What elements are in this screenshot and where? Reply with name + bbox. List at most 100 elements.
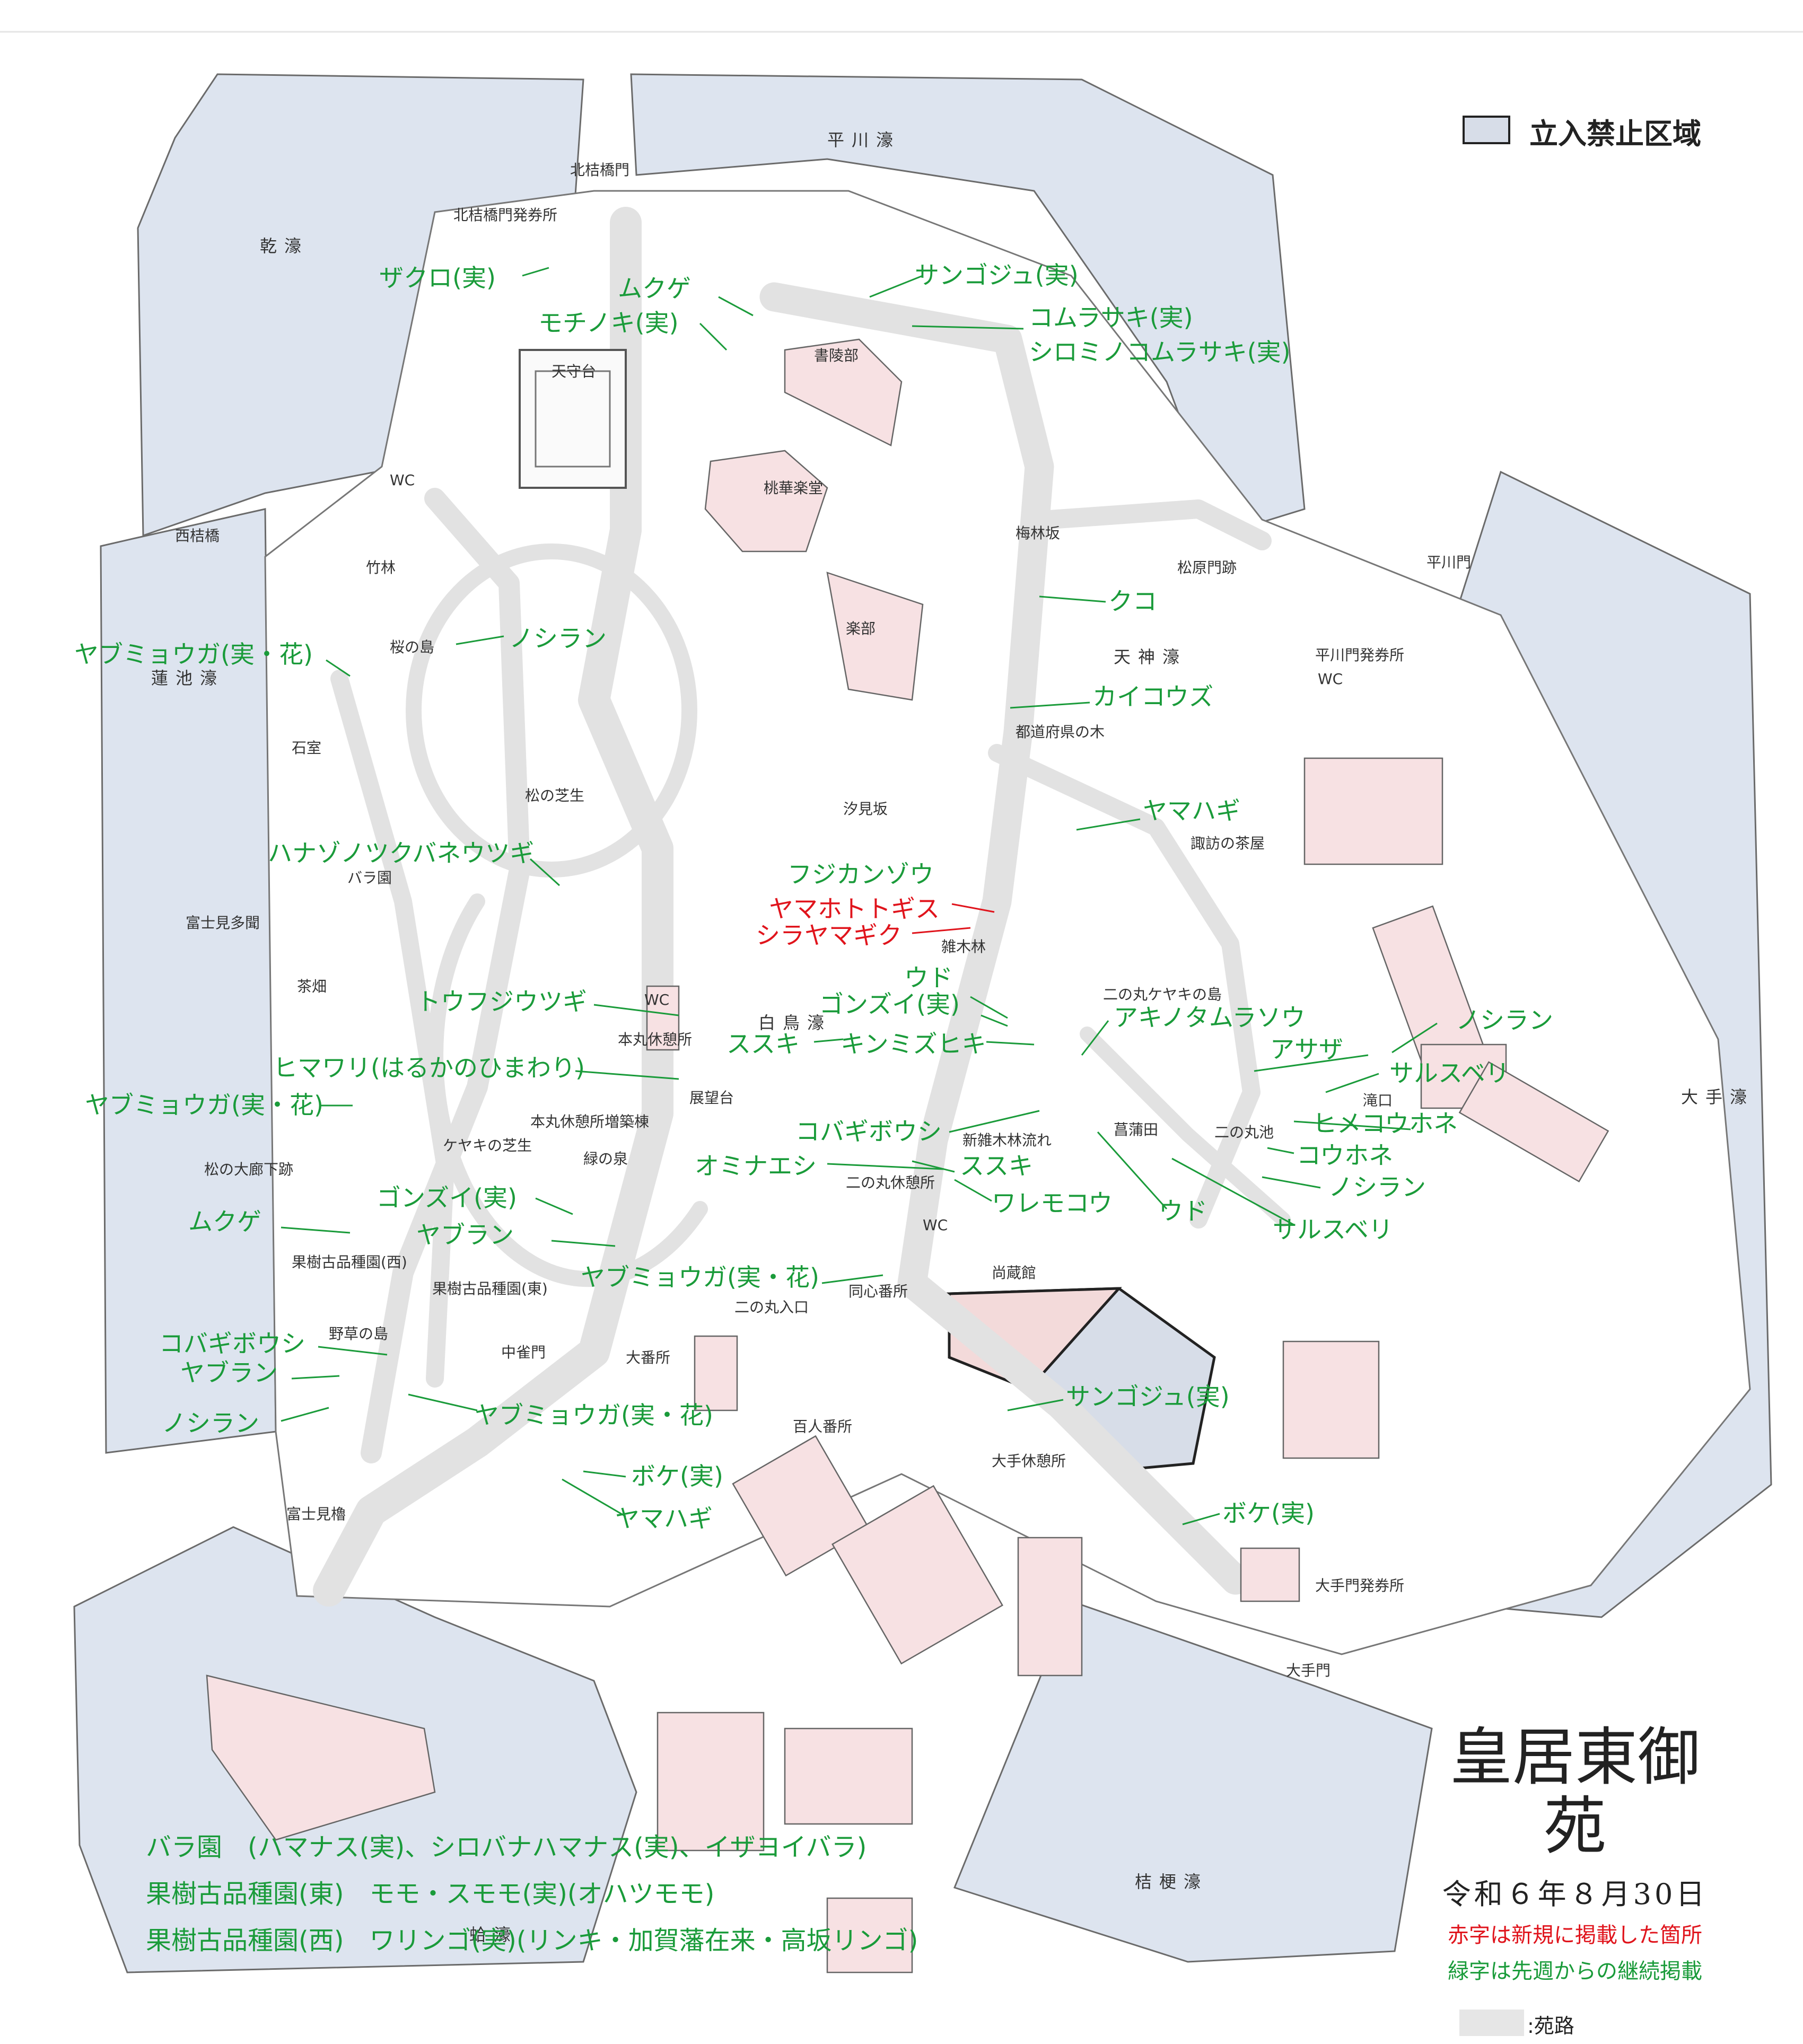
bottom-notes: バラ園 (ハマナス(実)、シロバナハマナス(実)、イザヨイバラ) 果樹古品種園(… [146,1824,918,1964]
place-orchard-west: 果樹古品種園(西) [292,1253,407,1271]
plant-kobagibousi-2: コバギボウシ [159,1329,305,1358]
plant-boke-2: ボケ(実) [1222,1499,1315,1528]
place-shiomi-slope: 汐見坂 [843,800,888,818]
plant-ominaeshi: オミナエシ [695,1152,817,1180]
place-inui-moat: 乾濠 [260,236,309,256]
plant-udo-1: ウド [904,963,953,992]
place-shoryobu: 書陵部 [814,347,859,364]
map-date: 令和６年８月30日 [1442,1877,1708,1911]
plant-noshiran-north: ノシラン [509,624,607,653]
place-matsu-lawn: 松の芝生 [525,787,584,804]
place-baibayashi-slope: 梅林坂 [1016,524,1060,542]
plant-mukuge-north: ムクゲ [618,274,691,303]
plant-mukuge-west: ムクゲ [188,1207,261,1236]
place-takebayashi: 竹林 [366,559,396,576]
plant-yabumyouga-4: ヤブミョウガ(実・花) [475,1401,713,1429]
place-hirakawa-ticket: 平川門発券所 [1315,646,1404,664]
note-red: 赤字は新規に掲載した箇所 [1448,1923,1702,1947]
plant-labels: ザクロ(実) ムクゲ モチノキ(実) サンゴジュ(実) コムラサキ(実) シロミ… [74,261,1553,1533]
place-doshin-bansho: 同心番所 [848,1283,908,1300]
plant-yabumyouga-3: ヤブミョウガ(実・花) [581,1263,819,1292]
plant-komurasaki: コムラサキ(実) [1029,303,1193,332]
place-honmaru-rest-annex: 本丸休憩所増築棟 [530,1113,649,1130]
path-swatch [1459,2010,1524,2036]
plant-yamahototogisu: ヤマホトトギス [769,894,940,923]
plant-tofujiutsugi: トウフジウツギ [416,987,587,1016]
plant-noshiran-east: ノシラン [1456,1006,1553,1034]
place-wc-2: WC [644,991,669,1008]
place-shin-zokibayashi: 新雑木林流れ [962,1131,1052,1149]
restricted-area-label: 立入禁止区域 [1529,117,1701,151]
place-prefecture-trees: 都道府県の木 [1016,723,1105,741]
note-orchard-west: 果樹古品種園(西) ワリンゴ(実)(リンキ・加賀藩在来・高坂リンゴ) [146,1926,918,1955]
place-ote-moat: 大手濠 [1681,1087,1754,1107]
place-nishihanebashi: 西桔橋 [175,527,220,545]
place-gakubu: 楽部 [846,620,876,637]
leader-lines [281,267,1438,1525]
place-fujimi-yagura: 富士見櫓 [286,1505,346,1523]
plant-asaza: アサザ [1270,1035,1343,1064]
place-rose-garden: バラ園 [347,869,392,887]
place-hakucho-moat: 白鳥濠 [758,1013,832,1033]
note-rose-garden: バラ園 (ハマナス(実)、シロバナハマナス(実)、イザヨイバラ) [146,1832,867,1862]
place-hasuike-moat: 蓮池濠 [151,668,224,688]
place-matsu-corridor: 松の大廊下跡 [204,1161,293,1178]
place-ishimuro: 石室 [292,739,321,757]
plant-kobagibousi-1: コバギボウシ [795,1117,942,1146]
plant-yamahagi-east: ヤマハギ [1143,796,1240,825]
plant-gonzui-1: ゴンズイ(実) [819,990,960,1019]
plant-shiromi-komurasaki: シロミノコムラサキ(実) [1029,338,1291,366]
place-labels: 平川濠 乾濠 蓮池濠 天神濠 白鳥濠 大手濠 桔梗濠 蛤濠 北桔橋門 北桔橋門発… [151,130,1754,1945]
place-ote-gate: 大手門 [1286,1662,1331,1679]
place-ote-ticket: 大手門発券所 [1315,1577,1404,1594]
place-ote-rest: 大手休憩所 [992,1452,1066,1470]
place-ninomaru-entrance: 二の丸入口 [734,1299,809,1316]
path-label: :苑路 [1527,2014,1574,2038]
plant-sarusuberi-2: サルスベリ [1273,1215,1393,1244]
plant-boke-1: ボケ(実) [631,1462,723,1490]
note-orchard-east: 果樹古品種園(東) モモ・スモモ(実)(オハツモモ) [146,1879,715,1909]
place-honmaru-rest: 本丸休憩所 [618,1031,692,1048]
place-hamaguri-moat: 蛤濠 [469,1925,518,1945]
place-wc-3: WC [1318,670,1343,688]
buildings [206,338,1609,1973]
title-block: 皇居東御苑 令和６年８月30日 赤字は新規に掲載した箇所 緑字は先週からの継続掲… [1426,1723,1723,1985]
place-zokibayashi: 雑木林 [941,938,986,955]
place-nakajaku-gate: 中雀門 [501,1344,546,1361]
plant-shirayamagiku: シラヤマギク [756,921,902,950]
place-hirakawa-gate: 平川門 [1426,554,1471,571]
plant-noshiran-southwest: ノシラン [162,1409,259,1437]
place-hyakunin-bansho: 百人番所 [793,1418,852,1435]
place-matsubara-gate: 松原門跡 [1177,559,1237,576]
plant-gonzui-2: ゴンズイ(実) [377,1183,517,1212]
place-orchard-east: 果樹古品種園(東) [432,1280,548,1297]
place-shozokan: 尚蔵館 [992,1264,1036,1282]
place-keyaki-lawn: ケヤキの芝生 [443,1137,532,1154]
plant-yaburan-1: ヤブラン [416,1221,514,1249]
place-taki-guchi: 滝口 [1363,1092,1393,1109]
plant-yabumyouga-1: ヤブミョウガ(実・花) [74,640,313,669]
place-wc-4: WC [923,1216,948,1234]
plant-udo-2: ウド [1159,1197,1207,1225]
plant-himekouhone: ヒメコウホネ [1312,1109,1458,1138]
tenshudai [519,349,627,489]
plant-yamahagi-south: ヤマハギ [615,1504,713,1533]
place-sakura-island: 桜の島 [390,638,434,656]
map-title: 皇居東御苑 [1449,1721,1700,1863]
plant-akinotamurasou: アキノタムラソウ [1114,1003,1306,1032]
place-oban-sho: 大番所 [626,1349,670,1366]
place-tenshudai: 天守台 [552,363,596,380]
place-tokagakudo: 桃華楽堂 [764,479,823,497]
note-green: 緑字は先週からの継続掲載 [1448,1959,1702,1984]
place-ninomaru-rest: 二の丸休憩所 [846,1174,935,1191]
place-hirakawa-moat: 平川濠 [827,130,900,150]
place-wc-1: WC [390,471,415,489]
plant-noshiran-pond: ノシラン [1328,1173,1426,1201]
plant-sangoju-south: サンゴジュ(実) [1066,1382,1230,1411]
place-kitahanebashi-gate: 北桔橋門 [570,161,629,179]
plant-mochinoki: モチノキ(実) [538,309,679,337]
plant-kuko: クコ [1108,587,1157,616]
plant-fujikanzou: フジカンゾウ [787,860,934,889]
restricted-area-swatch [1463,116,1510,144]
